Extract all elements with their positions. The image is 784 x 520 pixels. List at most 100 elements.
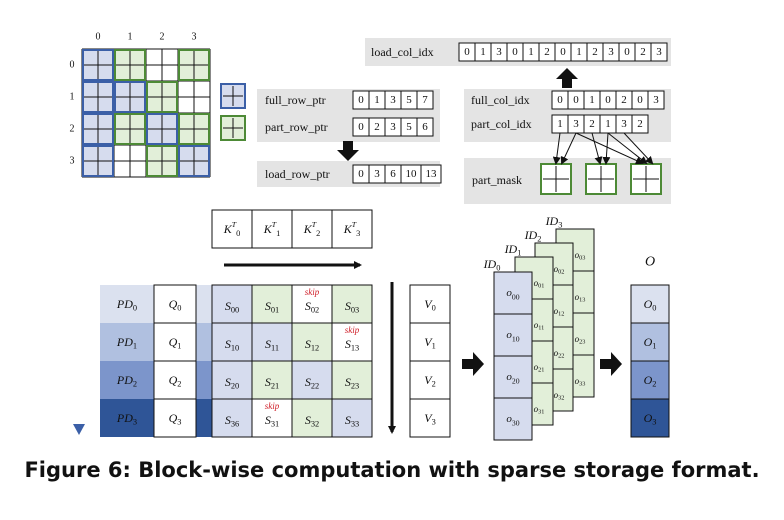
col-idx-merge-arrow <box>556 68 578 88</box>
value-text: 0 <box>358 121 364 133</box>
value-cell <box>647 90 665 110</box>
s-cell <box>211 284 253 324</box>
grid-block-border <box>82 145 114 177</box>
q-cell <box>153 398 197 438</box>
mask-link-arrow <box>552 132 561 165</box>
id-label: ID0 <box>483 257 501 272</box>
part-mask-block-0 <box>540 163 572 195</box>
grid-block-border <box>114 113 146 145</box>
s-label: S10 <box>225 337 239 352</box>
output-label: O0 <box>644 297 657 312</box>
grid-block-border <box>146 81 178 113</box>
value-text: 0 <box>512 46 518 58</box>
load-col-idx-label: load_col_idx <box>371 45 434 59</box>
pd-cell <box>100 361 154 399</box>
pd-label: PD2 <box>116 373 137 388</box>
output-cell <box>630 284 670 324</box>
grid-block-border <box>178 49 210 81</box>
value-text: 1 <box>557 118 563 130</box>
s-label: S31 <box>265 413 279 428</box>
output-label: O2 <box>644 373 657 388</box>
grid-block-border <box>146 145 178 177</box>
k-header-label: KT2 <box>303 220 321 238</box>
s-cell <box>251 284 293 324</box>
s-label: S02 <box>305 299 319 314</box>
value-text: 3 <box>390 121 396 133</box>
id-output-label: o33 <box>575 376 586 387</box>
grid-row-index: 3 <box>70 156 75 167</box>
mask-link-arrow <box>560 132 577 165</box>
s-cell <box>291 398 333 438</box>
value-text: 6 <box>390 168 396 180</box>
s-cell <box>331 360 373 400</box>
s-cell <box>211 322 253 362</box>
grid-col-index: 3 <box>192 32 197 43</box>
output-cell <box>630 322 670 362</box>
value-text: 2 <box>544 46 550 58</box>
value-text: 0 <box>557 94 563 106</box>
q-label: Q0 <box>169 297 182 312</box>
value-text: 0 <box>573 94 579 106</box>
value-text: 1 <box>374 94 380 106</box>
pd-strip <box>196 323 212 361</box>
s-cell <box>331 398 373 438</box>
v-label: V0 <box>424 297 436 312</box>
skip-tag: skip <box>265 401 280 411</box>
value-text: 2 <box>592 46 598 58</box>
value-cell <box>416 117 434 137</box>
mask-link-arrow <box>602 132 611 165</box>
id-output-label: o10 <box>506 329 519 343</box>
grid-row-index: 2 <box>70 124 75 135</box>
mask-link-arrow <box>623 132 654 165</box>
value-text: 3 <box>496 46 502 58</box>
grid-block-border <box>82 113 114 145</box>
value-text: 1 <box>480 46 486 58</box>
s-cell <box>291 360 333 400</box>
id-label: ID3 <box>545 214 563 229</box>
v-cell <box>409 398 451 438</box>
grid-col-index: 2 <box>160 32 165 43</box>
s-label: S12 <box>305 337 319 352</box>
id-output-label: o12 <box>554 306 565 317</box>
id-output-label: o20 <box>506 371 519 385</box>
grid-col-index: 1 <box>128 32 133 43</box>
value-text: 1 <box>576 46 582 58</box>
id-output-label: o21 <box>534 362 545 373</box>
q-label: Q3 <box>169 411 182 426</box>
mask-link-arrow <box>591 132 603 165</box>
value-text: 0 <box>637 94 643 106</box>
value-text: 6 <box>422 121 428 133</box>
value-text: 3 <box>608 46 614 58</box>
pd-arrow-head <box>73 424 85 435</box>
grid-block-border <box>114 81 146 113</box>
k-header-cell <box>251 209 293 249</box>
s-label: S13 <box>345 337 359 352</box>
value-text: 10 <box>406 168 418 180</box>
value-text: 5 <box>406 121 412 133</box>
value-text: 2 <box>374 121 380 133</box>
s-cell <box>251 398 293 438</box>
s-cell <box>331 322 373 362</box>
grid-row-index: 0 <box>70 60 75 71</box>
pd-label: PD1 <box>116 335 137 350</box>
grid-block-border <box>178 113 210 145</box>
value-text: 0 <box>605 94 611 106</box>
v-cell <box>409 284 451 324</box>
part-col-idx-label: part_col_idx <box>471 117 532 131</box>
pd-strip <box>196 399 212 437</box>
value-text: 13 <box>426 168 438 180</box>
value-text: 3 <box>653 94 659 106</box>
id-output-label: o22 <box>554 348 565 359</box>
grid-block-border <box>82 49 114 81</box>
full-col-idx-label: full_col_idx <box>471 93 530 107</box>
q-cell <box>153 360 197 400</box>
value-text: 0 <box>464 46 470 58</box>
id-output-label: o00 <box>506 287 519 301</box>
q-label: Q2 <box>169 373 182 388</box>
to-intermediate-arrow <box>462 352 484 376</box>
